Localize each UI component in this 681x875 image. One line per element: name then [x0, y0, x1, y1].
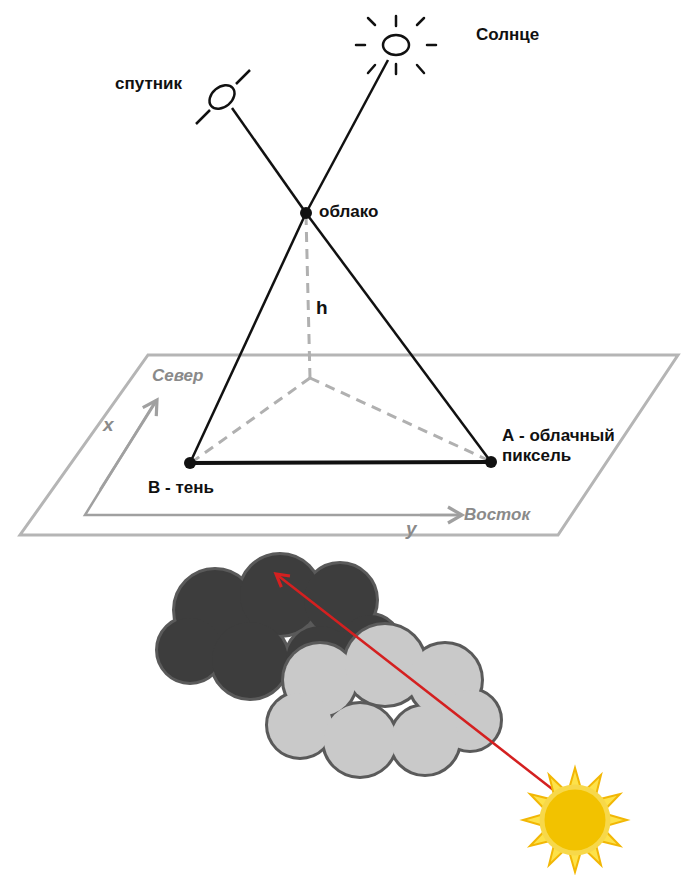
cloud: [268, 625, 500, 776]
light-ray-arrow: [276, 574, 556, 792]
cloud-pixel-label: А - облачный пиксель: [502, 426, 672, 465]
y-axis-arrow: [420, 514, 462, 517]
cloud-label: облако: [319, 202, 378, 222]
view-ray: [232, 108, 306, 213]
height-line: [306, 215, 310, 378]
shift-line: [190, 462, 491, 463]
cloud-point: [300, 207, 312, 219]
east-label: Восток: [464, 505, 530, 525]
ground-plane: [20, 355, 678, 535]
axis-label: y: [406, 518, 417, 540]
sun-label: Солнце: [476, 25, 539, 45]
shadow-ray: [190, 213, 306, 463]
height-label: h: [316, 297, 328, 319]
shadow-point: [184, 457, 196, 469]
projection-line: [310, 378, 490, 461]
view-ray: [306, 213, 491, 462]
axis-label: x: [103, 414, 114, 436]
x-axis-arrow: [100, 400, 157, 490]
sun-illustration: [523, 768, 627, 872]
satellite-icon: [196, 70, 250, 124]
sun-ray: [306, 60, 388, 213]
north-label: Север: [152, 366, 203, 386]
sun-icon: [356, 16, 436, 74]
satellite-label: спутник: [115, 74, 182, 94]
axes: [85, 402, 458, 515]
sun-disc: [542, 787, 608, 853]
cloud-pixel-point: [485, 456, 497, 468]
shadow-label: В - тень: [148, 478, 214, 498]
